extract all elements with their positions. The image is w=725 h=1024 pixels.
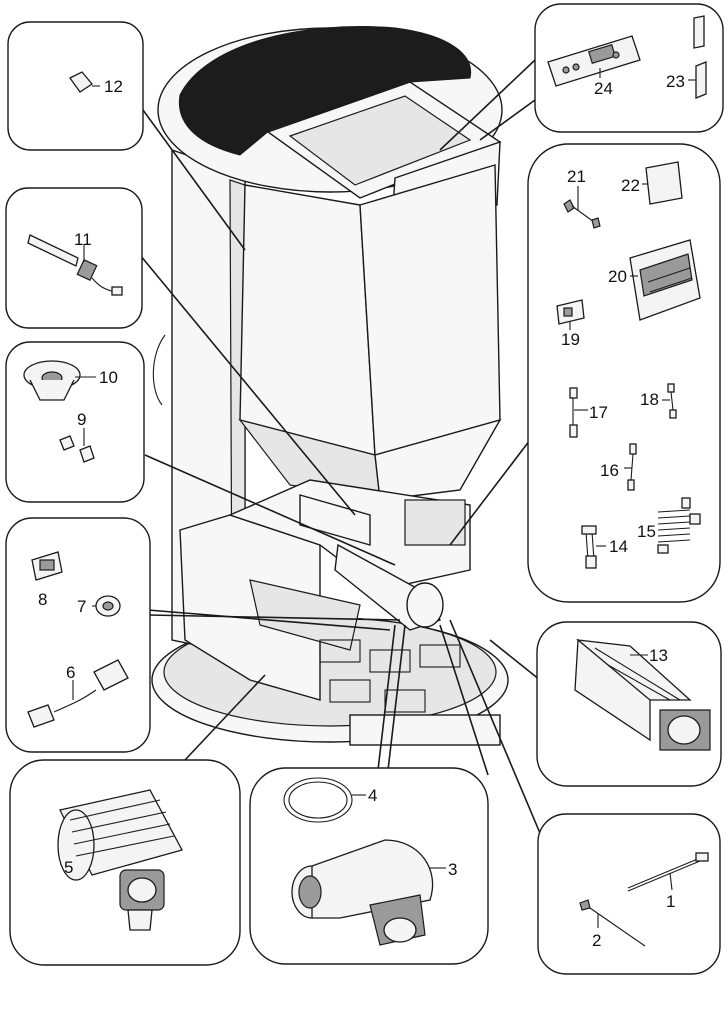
top-grille	[178, 26, 472, 156]
callout-box-5: 5	[9, 759, 241, 966]
label-24: 24	[594, 79, 613, 98]
thermocouple-part	[563, 186, 601, 229]
igniter-plate-part	[23, 360, 96, 401]
label-8: 8	[38, 590, 47, 609]
label-9: 9	[77, 410, 86, 429]
sensor-wire-1-part	[627, 852, 709, 892]
cover-plate-part	[642, 161, 683, 205]
label-16: 16	[600, 461, 619, 480]
hopper-front-face	[359, 164, 501, 456]
label-5: 5	[64, 858, 73, 877]
relay-part	[556, 299, 585, 330]
callout-box-4-3: 4 3	[249, 767, 489, 965]
label-19: 19	[561, 330, 580, 349]
convection-blower-part	[57, 789, 183, 931]
label-3: 3	[448, 860, 457, 879]
label-20: 20	[608, 267, 627, 286]
control-board-part	[547, 35, 641, 87]
wiring-harness-14-part	[581, 525, 606, 569]
wiring-harness-15-part	[657, 497, 701, 554]
label-18: 18	[640, 390, 659, 409]
label-6: 6	[66, 663, 75, 682]
label-23: 23	[666, 72, 685, 91]
side-handle	[152, 334, 166, 406]
rocker-switch-part	[31, 551, 63, 581]
pin-part	[59, 428, 95, 463]
ash-tray	[249, 579, 361, 651]
base-grid	[319, 639, 461, 713]
leader-lines	[139, 59, 546, 846]
label-10: 10	[99, 368, 118, 387]
hopper-opening	[288, 95, 472, 186]
label-12: 12	[104, 77, 123, 96]
power-cord-part	[27, 659, 129, 728]
label-4: 4	[368, 786, 377, 805]
exhaust-outlet	[406, 582, 444, 628]
label-17: 17	[589, 403, 608, 422]
auger-housing	[299, 494, 371, 546]
callout-box-12: 12	[7, 21, 144, 151]
distribution-blower-part	[574, 638, 711, 751]
label-1: 1	[666, 892, 675, 911]
funnel-front	[374, 418, 502, 501]
label-21: 21	[567, 167, 586, 186]
fuse-holder-part	[92, 595, 121, 617]
callout-box-8-7-6: 8 7 6	[5, 517, 151, 753]
stove-assembly	[151, 26, 509, 746]
hopper-left-face	[239, 184, 376, 456]
label-22: 22	[621, 176, 640, 195]
label-2: 2	[592, 931, 601, 950]
base-foot	[349, 714, 501, 746]
main-board-part	[629, 239, 701, 321]
label-11: 11	[74, 230, 92, 249]
gasket-part	[283, 777, 366, 823]
callout-box-22-14: 21 22 20 19 17	[527, 143, 721, 603]
cable-17-part	[569, 387, 588, 438]
cable-18-part	[662, 383, 677, 419]
callout-box-24-23: 24 23	[534, 3, 724, 133]
bracket-part	[688, 15, 707, 99]
sensor-wire-2-part	[579, 899, 646, 947]
combustion-blower-part	[291, 839, 446, 946]
callout-box-11: 11	[5, 187, 143, 329]
callout-box-2-1: 1 2	[537, 813, 721, 975]
label-13: 13	[649, 646, 668, 665]
label-14: 14	[609, 537, 628, 556]
callout-box-13: 13	[536, 621, 722, 787]
callout-box-10-9: 10 9	[5, 341, 145, 503]
label-15: 15	[637, 522, 656, 541]
limit-switch-part	[69, 71, 100, 93]
probe-cable-part	[27, 234, 123, 296]
cable-16-part	[624, 443, 637, 491]
label-7: 7	[77, 597, 86, 616]
